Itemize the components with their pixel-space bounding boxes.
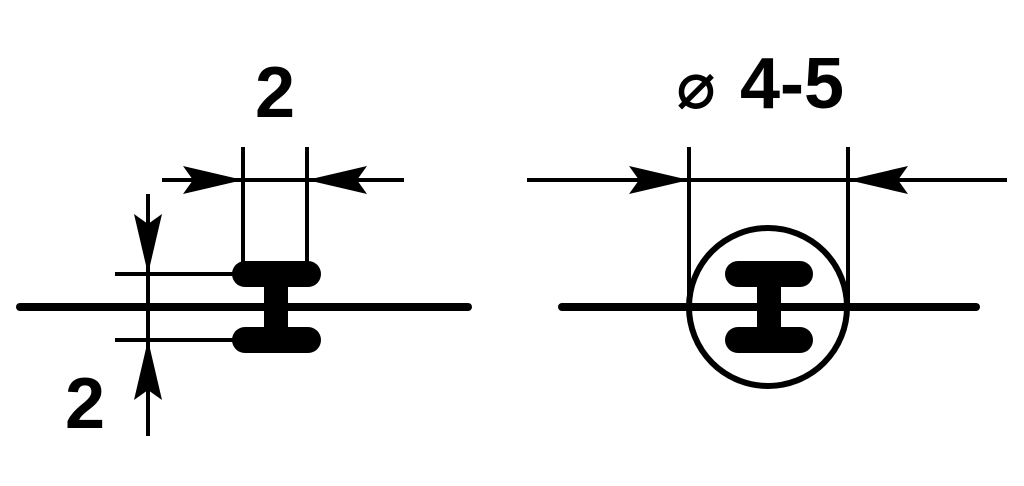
right-diameter-dimension-text: 4-5 [740,44,844,124]
right-symbol-stem [757,272,781,342]
left-figure: 2 2 [16,53,472,444]
left-height-arrow-down-pointing [134,214,162,274]
left-width-arrow-left-pointing [307,166,367,194]
right-diameter-arrow-right-pointing [629,166,689,194]
diameter-symbol: ⌀ [676,48,716,122]
left-height-dimension-text: 2 [65,364,105,444]
left-width-arrow-right-pointing [183,166,243,194]
left-symbol-stem [264,272,288,342]
right-figure: ⌀ 4-5 [527,44,1007,389]
right-diameter-arrow-left-pointing [848,166,908,194]
left-width-dimension-text: 2 [255,53,295,133]
left-height-arrow-up-pointing [134,340,162,400]
